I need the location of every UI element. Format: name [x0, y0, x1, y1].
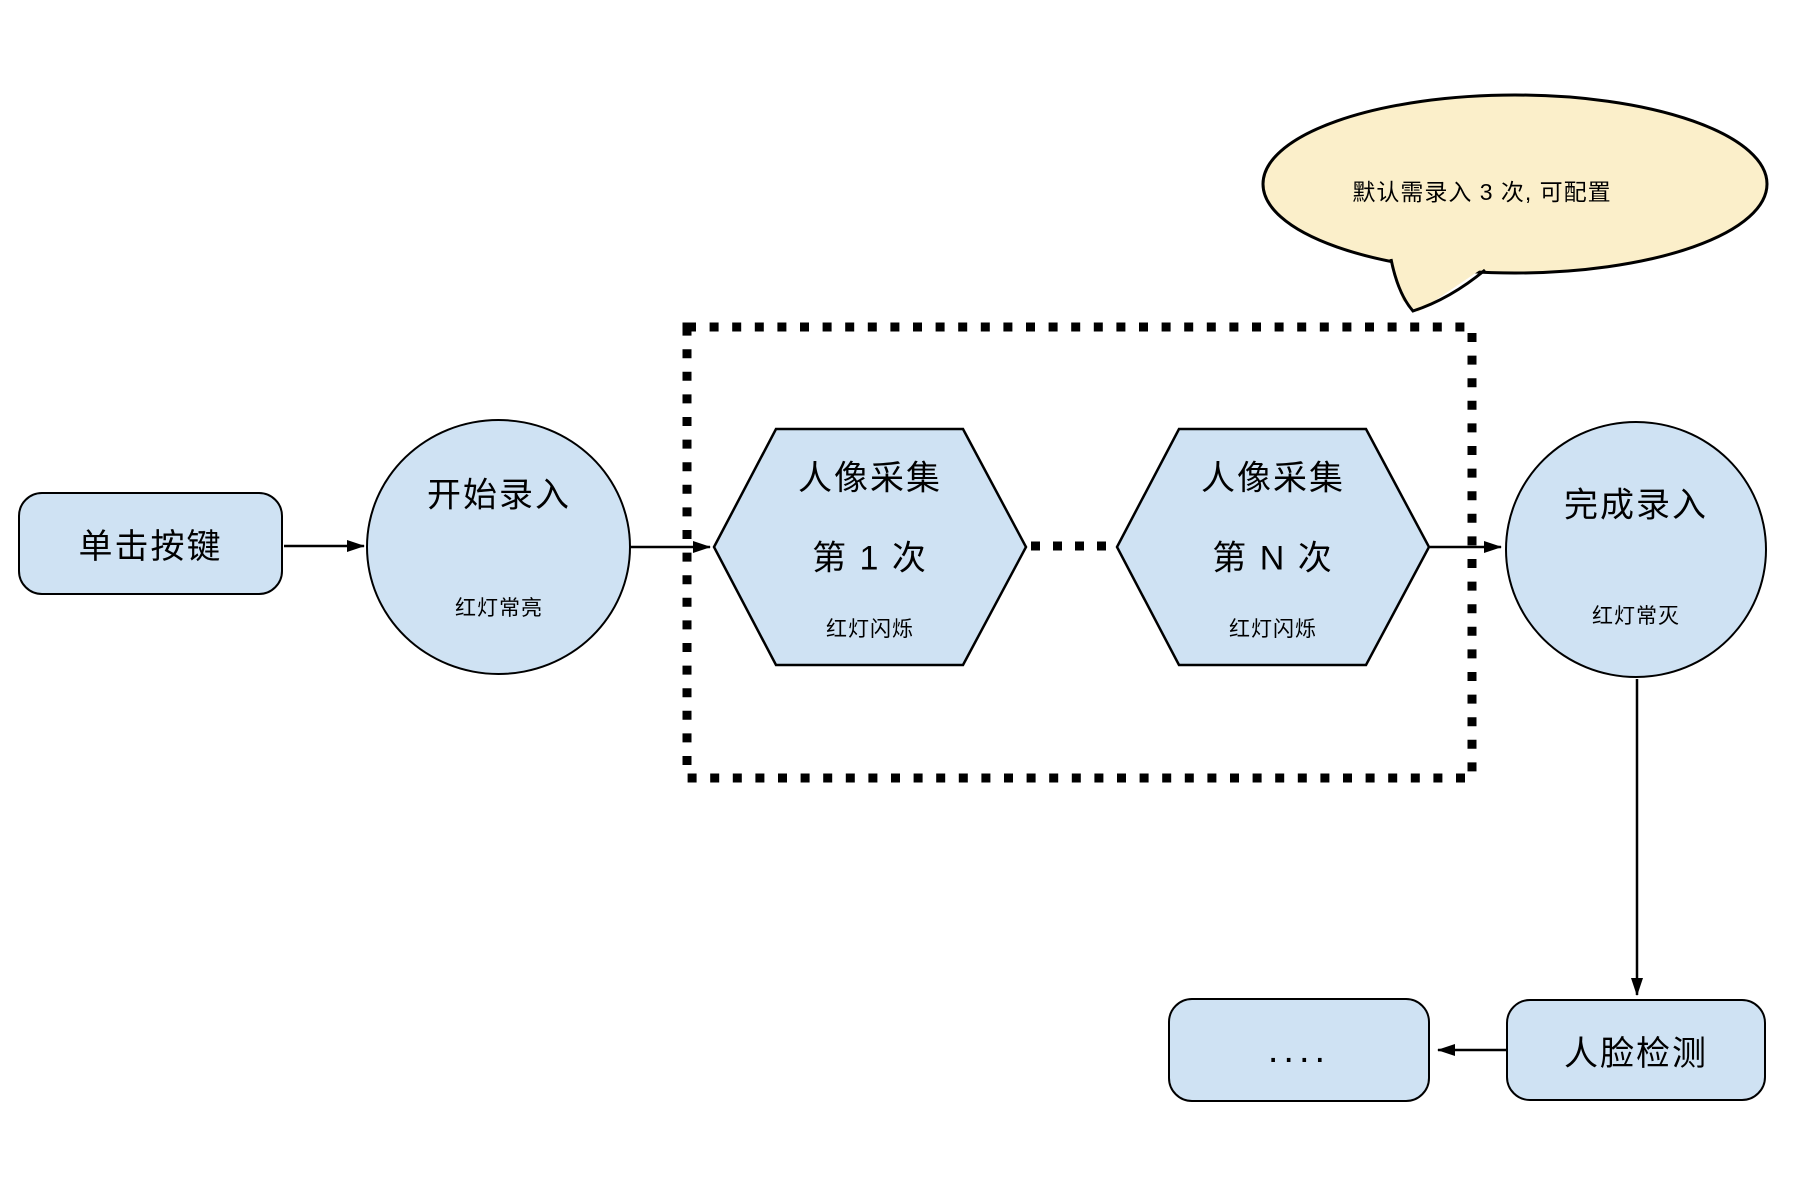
node-click-button: 单击按键 [18, 492, 283, 595]
node-face-detection-label: 人脸检测 [1564, 1034, 1708, 1073]
loop-region-dotted-border [682, 322, 1477, 783]
node-start-capture-sublabel: 红灯常亮 [455, 597, 543, 620]
node-start-capture [366, 419, 631, 675]
node-click-button-label: 单击按键 [78, 528, 223, 566]
node-start-capture-label: 开始录入 [427, 476, 571, 515]
hexagon-capture-first [712, 427, 1028, 667]
node-face-detection: 人脸检测 [1506, 999, 1766, 1101]
callout-bubble-tail-fill [1390, 250, 1486, 312]
node-finish-capture-sublabel: 红灯常灭 [1592, 605, 1680, 628]
callout-bubble-tail-outline [1389, 258, 1486, 313]
callout-bubble [1261, 93, 1769, 313]
node-more-steps-label: .... [1267, 1029, 1331, 1071]
node-more-steps: .... [1168, 998, 1430, 1102]
callout-bubble-ellipse [1261, 93, 1769, 275]
node-finish-capture-label: 完成录入 [1564, 486, 1708, 525]
hexagon-capture-nth [1115, 427, 1431, 667]
node-finish-capture [1505, 421, 1767, 678]
